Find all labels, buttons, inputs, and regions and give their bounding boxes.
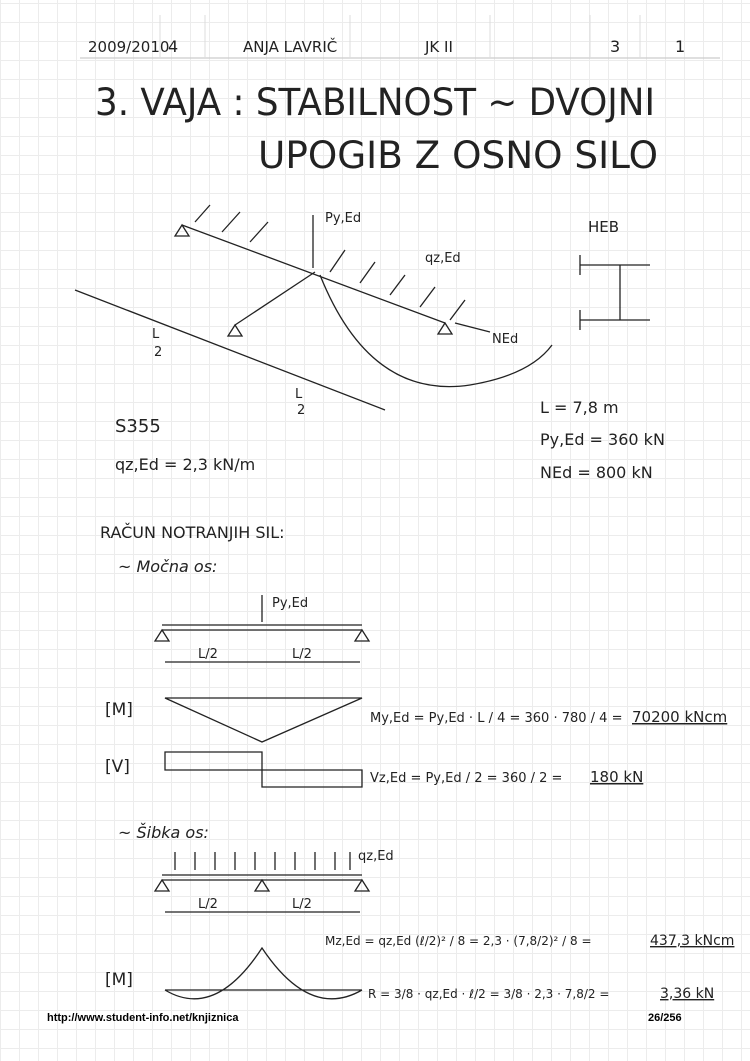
header-group: 4	[168, 37, 178, 56]
given-n: NEd = 800 kN	[540, 463, 653, 482]
weak-moment-diagram	[164, 946, 363, 1000]
title-line-2: UPOGIB Z OSNO SILO	[258, 134, 658, 177]
footer-page-number: 26/256	[648, 1012, 682, 1024]
strong-moment-formula: My,Ed = Py,Ed · L / 4 = 360 · 780 / 4 =	[370, 711, 622, 726]
internal-forces-heading: RAČUN NOTRANJIH SIL:	[100, 523, 285, 542]
half-length-label-2: L	[295, 387, 303, 402]
weak-reaction-formula: R = 3/8 · qz,Ed · ℓ/2 = 3/8 · 2,3 · 7,8/…	[368, 987, 609, 1001]
load-q-label: qz,Ed	[425, 251, 461, 266]
footer-url[interactable]: http://www.student-info.net/knjiznica	[47, 1012, 239, 1024]
strong-moment-label: [M]	[105, 700, 133, 720]
half-length-label-1: L	[152, 327, 160, 342]
axial-force-label: NEd	[492, 332, 518, 347]
steel-grade: S355	[115, 416, 161, 437]
strong-axis-heading: ~ Močna os:	[118, 557, 217, 576]
header-table: 2009/2010 4 ANJA LAVRIČ JK II 3 1	[80, 15, 720, 59]
strong-moment-diagram	[164, 697, 363, 743]
strong-moment-result: 70200 kNcm	[632, 708, 727, 726]
header-subject: JK II	[424, 38, 453, 56]
header-sheet-no: 1	[675, 37, 685, 56]
weak-moment-formula: Mz,Ed = qz,Ed (ℓ/2)² / 8 = 2,3 · (7,8/2)…	[325, 934, 592, 948]
weak-span-1: L/2	[198, 897, 218, 912]
header-exercise-no: 3	[610, 37, 620, 56]
structure-sketch: Py,Ed qz,Ed NEd L 2 L 2 HEB	[74, 204, 650, 418]
given-q: qz,Ed = 2,3 kN/m	[115, 455, 255, 474]
half-length-denominator-1: 2	[154, 345, 162, 360]
weak-axis-beam: qz,Ed L/2 L/2	[153, 849, 394, 913]
header-year: 2009/2010	[88, 38, 169, 56]
weak-moment-result: 437,3 kNcm	[650, 933, 734, 949]
strong-shear-label: [V]	[105, 757, 130, 777]
given-length: L = 7,8 m	[540, 398, 619, 417]
strong-axis-beam: Py,Ed L/2 L/2	[153, 595, 371, 663]
weak-moment-label: [M]	[105, 970, 133, 990]
strong-span-1: L/2	[198, 647, 218, 662]
header-student: ANJA LAVRIČ	[243, 37, 337, 56]
weak-reaction-result: 3,36 kN	[660, 986, 714, 1002]
weak-load-label: qz,Ed	[358, 849, 394, 864]
weak-axis-heading: ~ Šibka os:	[118, 823, 209, 842]
strong-span-2: L/2	[292, 647, 312, 662]
title-line-1: 3. VAJA : STABILNOST ~ DVOJNI	[95, 81, 655, 124]
weak-span-2: L/2	[292, 897, 312, 912]
strong-shear-formula: Vz,Ed = Py,Ed / 2 = 360 / 2 =	[370, 771, 562, 786]
load-p-label: Py,Ed	[325, 211, 361, 226]
strong-shear-result: 180 kN	[590, 768, 643, 786]
half-length-denominator-2: 2	[297, 403, 305, 418]
strong-load-label: Py,Ed	[272, 596, 308, 611]
strong-shear-diagram	[164, 751, 363, 788]
given-p: Py,Ed = 360 kN	[540, 430, 665, 449]
section-type-label: HEB	[588, 218, 619, 236]
